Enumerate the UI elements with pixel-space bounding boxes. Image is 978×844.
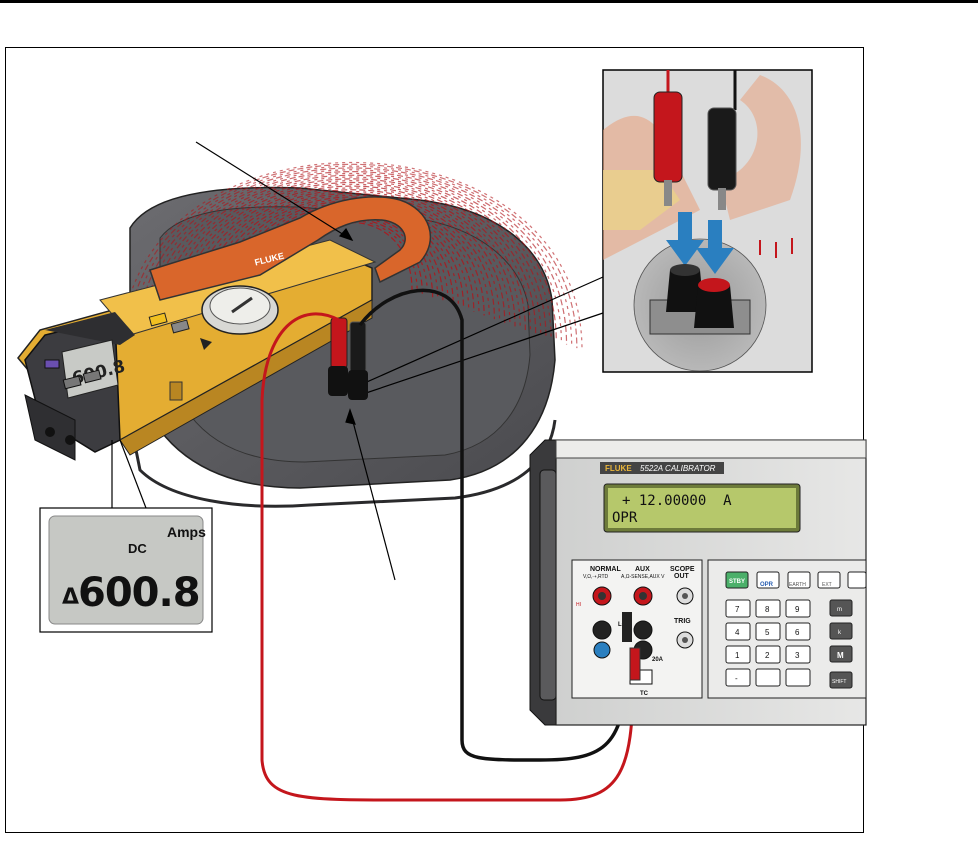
- keypad-key-label: 3: [795, 651, 800, 660]
- label-hi: HI: [576, 602, 581, 608]
- meter-display-zoom: Amps DC Δ 600.8: [40, 508, 212, 632]
- keypad-key-blank: [786, 669, 810, 686]
- key-earth: EARTH: [789, 582, 806, 588]
- key-opr: OPR: [760, 582, 774, 588]
- normal-lo-terminal: [593, 621, 611, 639]
- key-shift: SHIFT: [832, 679, 846, 685]
- label-trig: TRIG: [674, 618, 691, 625]
- label-aux: AUX: [635, 566, 650, 573]
- label-normal-sub: V,Ω,⇢,RTD: [583, 574, 609, 580]
- label-tc: TC: [640, 691, 649, 697]
- label-scope-out: OUT: [674, 573, 690, 580]
- keypad-key-label: -: [735, 674, 738, 683]
- keypad-key: [726, 669, 750, 686]
- keypad-key-label: 8: [765, 605, 770, 614]
- keypad-key-label: 7: [735, 605, 740, 614]
- key-stby: STBY: [729, 579, 745, 585]
- keypad-key-label: 5: [765, 628, 770, 637]
- keypad-key-label: 4: [735, 628, 740, 637]
- label-20a: 20A: [652, 657, 664, 663]
- keypad-key-blank: [756, 669, 780, 686]
- key-side-m: m: [837, 607, 842, 613]
- guard-terminal: [594, 642, 610, 658]
- label-scope: SCOPE: [670, 566, 695, 573]
- aux-lo-terminal: [634, 621, 652, 639]
- calibrator-display-line1: + 12.00000 A: [622, 493, 732, 509]
- keypad-key-label: 2: [765, 651, 770, 660]
- keypad-key-label: 6: [795, 628, 800, 637]
- calibrator: FLUKE 5522A CALIBRATOR + 12.00000 A OPR …: [530, 440, 866, 725]
- calibrator-display-line2: OPR: [612, 510, 638, 526]
- label-normal: NORMAL: [590, 566, 621, 573]
- polarity-indicator: Δ: [62, 585, 79, 610]
- key-side-mega: M: [837, 651, 844, 660]
- display-mode: DC: [128, 541, 147, 556]
- display-unit: Amps: [167, 524, 206, 540]
- keypad-key-label: 1: [735, 651, 740, 660]
- connection-zoom-inset: [603, 70, 812, 372]
- calibrator-brand: FLUKE: [605, 464, 632, 473]
- key-ext: EXT: [822, 582, 832, 588]
- keypad-key-label: 9: [795, 605, 800, 614]
- calibrator-model: 5522A CALIBRATOR: [640, 464, 716, 473]
- display-reading: 600.8: [78, 570, 200, 616]
- label-aux-sub: A,Ω-SENSE,AUX V: [621, 574, 665, 580]
